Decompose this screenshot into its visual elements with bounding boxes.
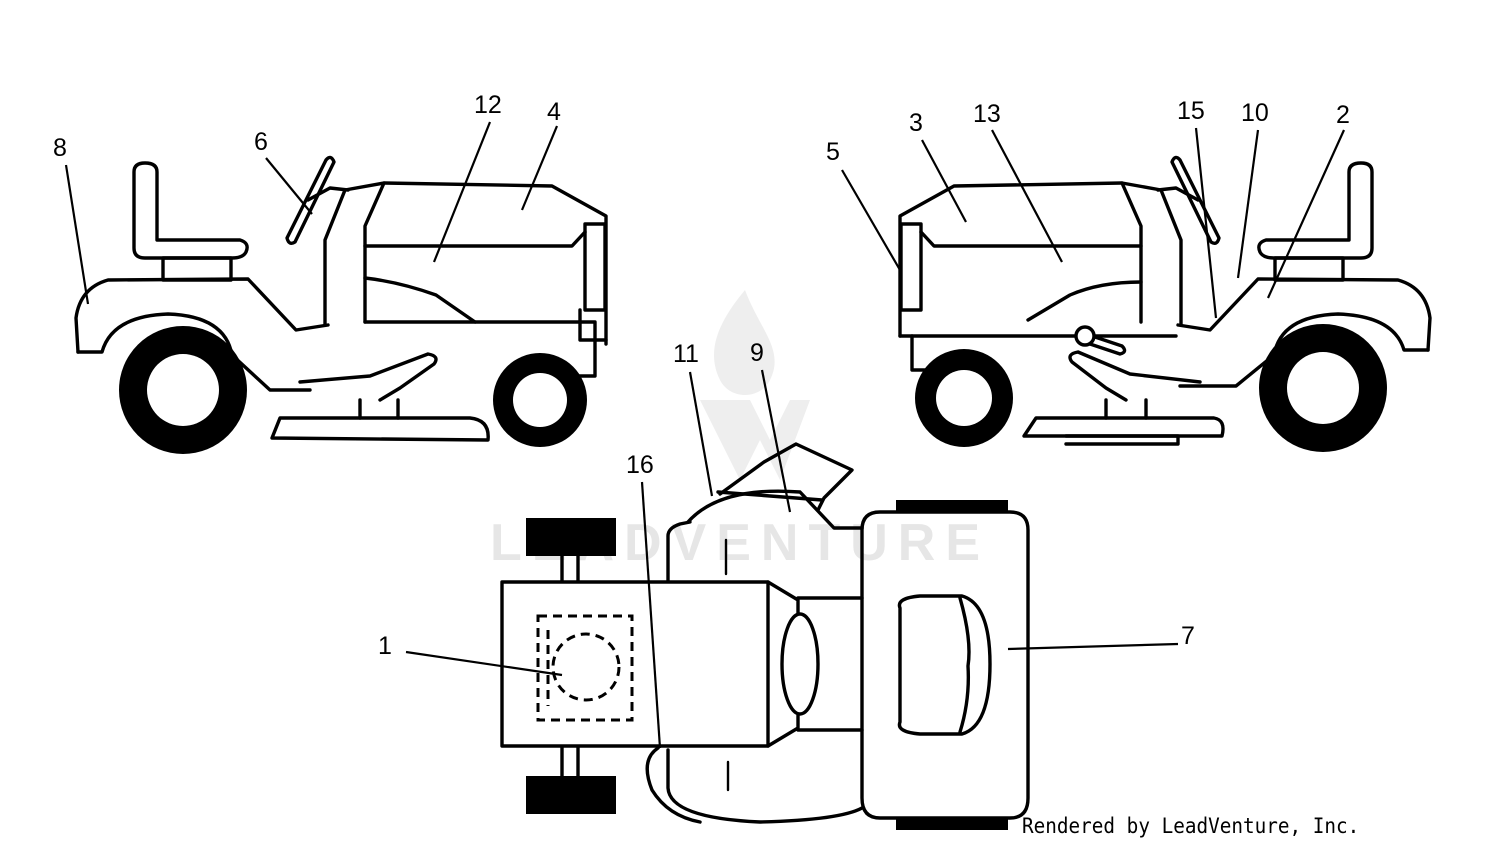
- callout-1: 1: [378, 632, 392, 660]
- callout-13: 13: [973, 100, 1001, 128]
- watermark-flame-icon: [700, 290, 810, 480]
- callout-11: 11: [673, 340, 699, 368]
- tractor-right-view: [898, 155, 1432, 452]
- callout-5: 5: [826, 138, 840, 166]
- leader-lines: [64, 121, 1346, 749]
- credit-text: Rendered by LeadVenture, Inc.: [1022, 814, 1360, 838]
- callout-10: 10: [1241, 99, 1269, 127]
- callout-7: 7: [1181, 622, 1195, 650]
- callout-15: 15: [1177, 97, 1205, 125]
- callout-12: 12: [474, 91, 502, 119]
- callout-6: 6: [254, 128, 268, 156]
- callouts: 8 6 12 4 5 3 13 15 10 2 11 9 16 1 7: [53, 91, 1350, 660]
- callout-2: 2: [1336, 101, 1350, 129]
- callout-4: 4: [547, 98, 561, 126]
- callout-3: 3: [909, 109, 923, 137]
- callout-16: 16: [626, 451, 654, 479]
- tractor-top-view: [500, 442, 1030, 830]
- callout-8: 8: [53, 134, 67, 162]
- tractor-left-view: [74, 155, 608, 454]
- callout-9: 9: [750, 339, 764, 367]
